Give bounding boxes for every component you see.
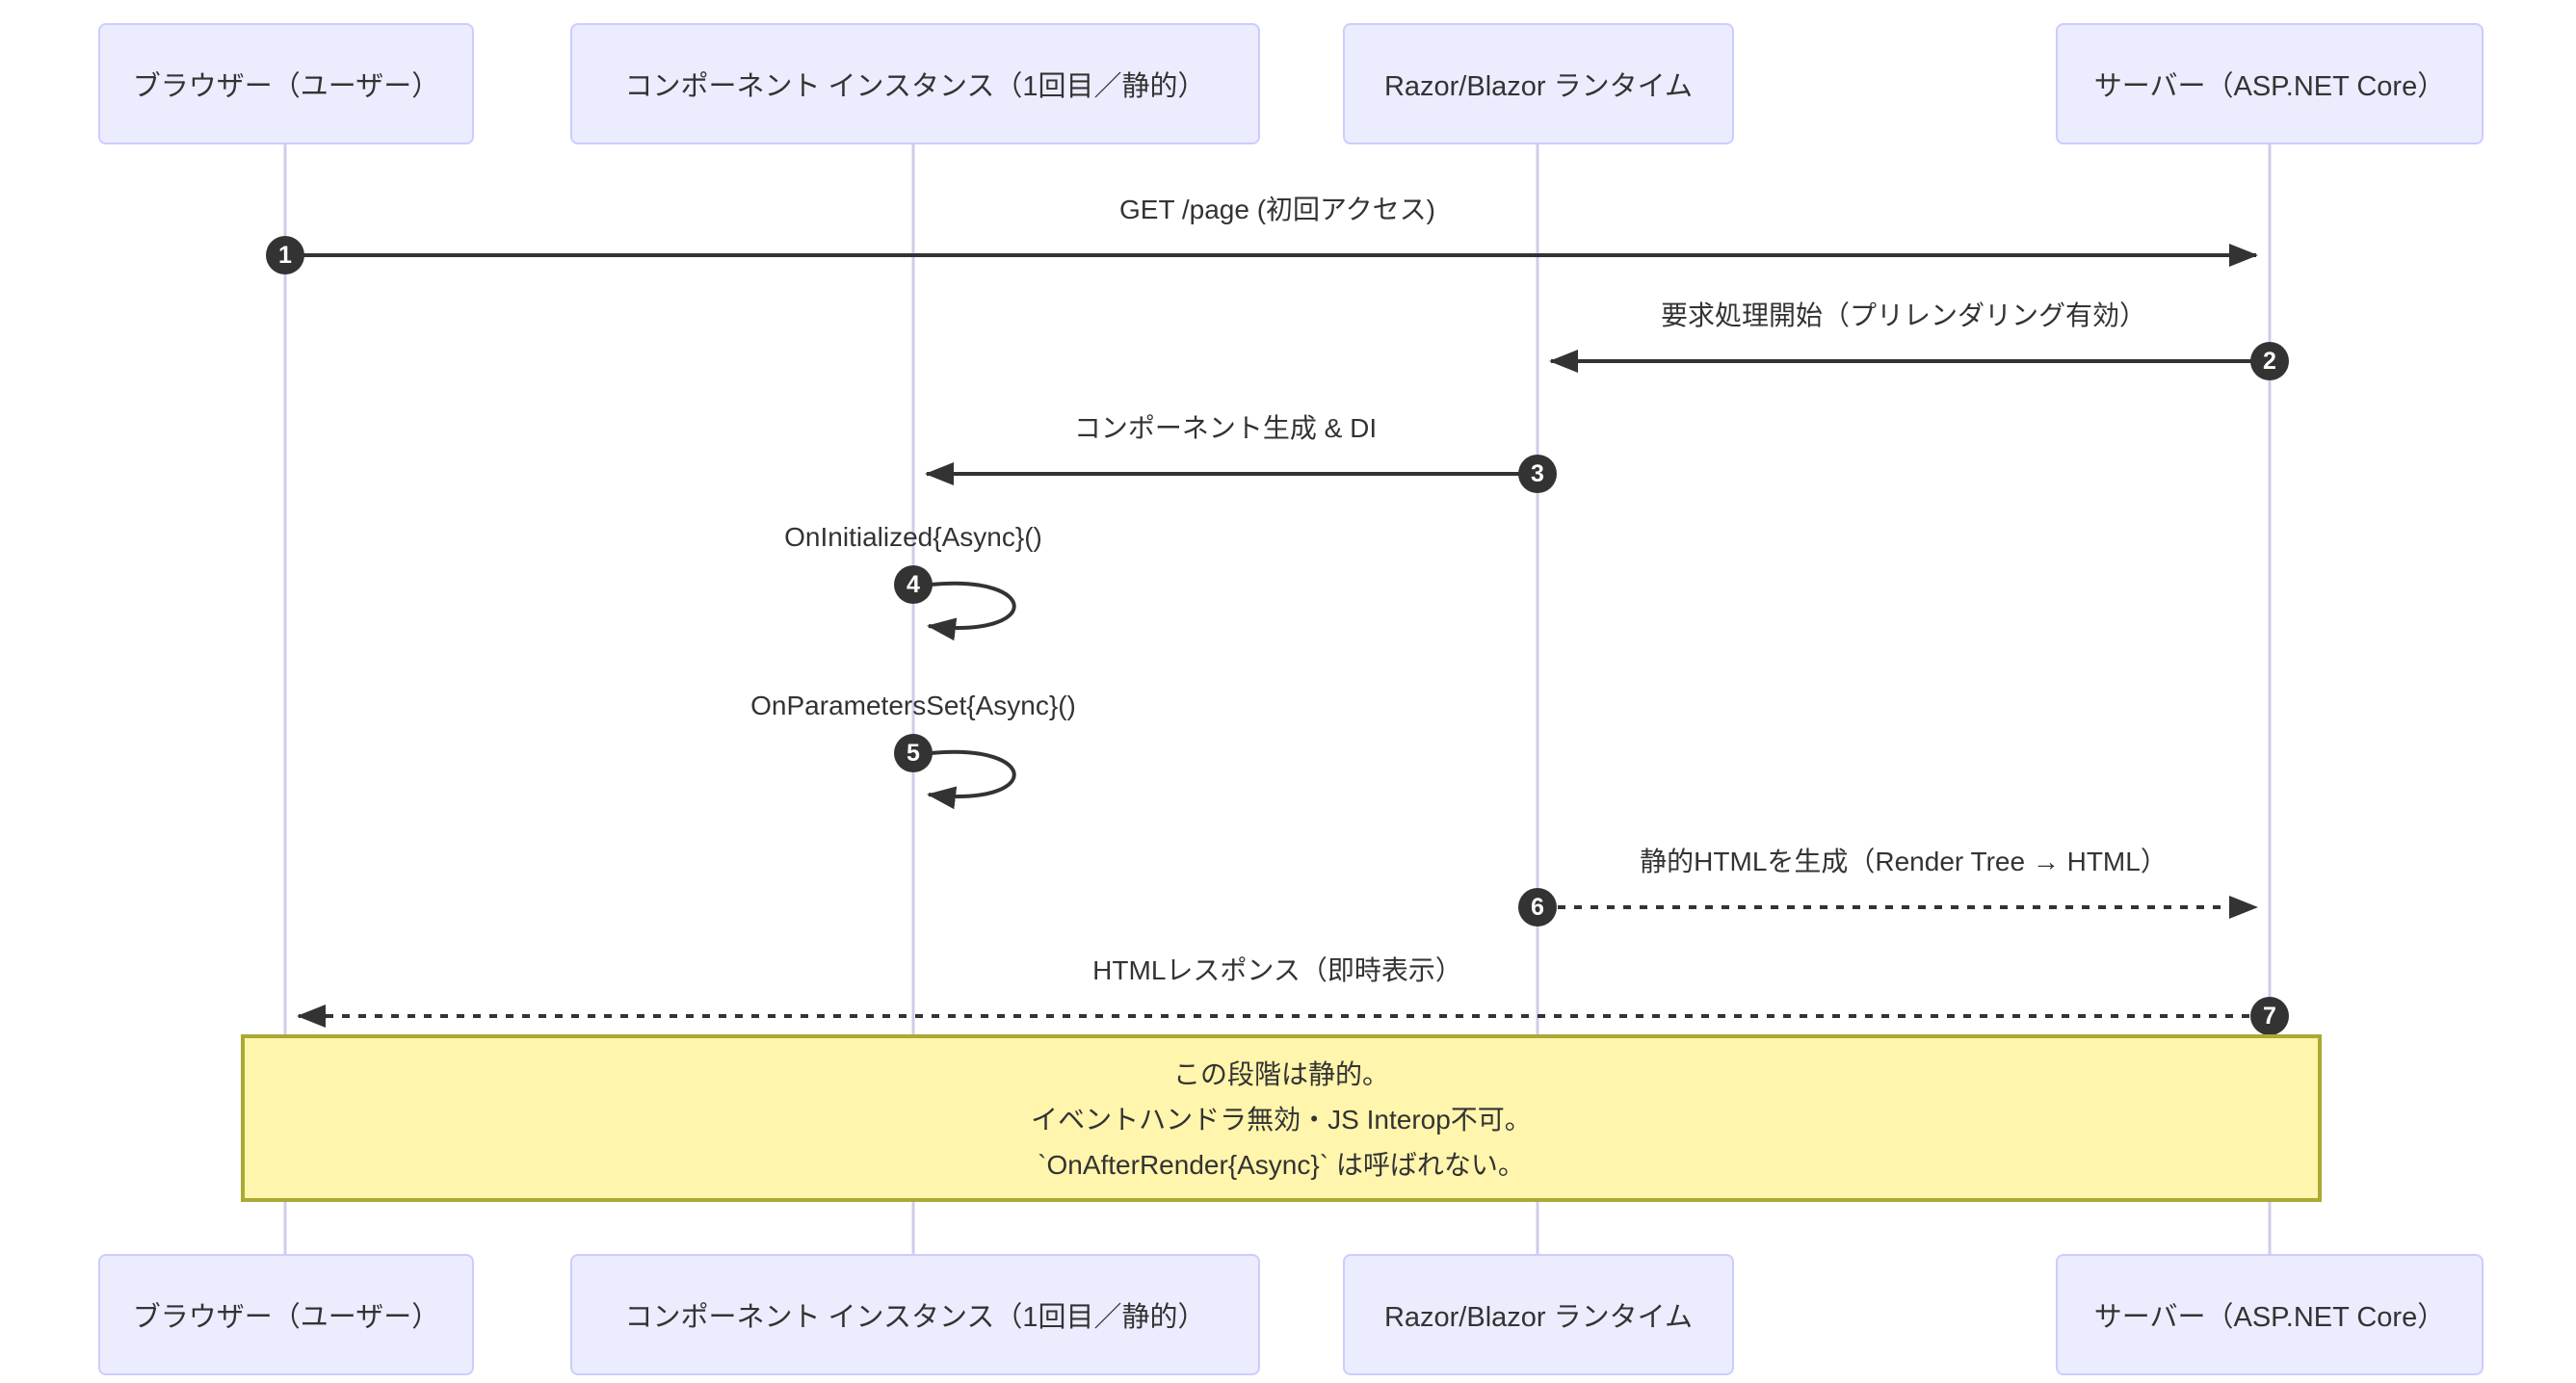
lifeline-runtime (1536, 144, 1539, 1254)
seq-number: 2 (2263, 347, 2276, 375)
seq-badge-7: 7 (2250, 997, 2289, 1035)
message-label-6: 静的HTMLを生成（Render Tree → HTML） (1640, 847, 2168, 876)
seq-badge-4: 4 (894, 565, 933, 604)
note-line-2: イベントハンドラ無効・JS Interop不可。 (1031, 1105, 1532, 1135)
message-label-2: 要求処理開始（プリレンダリング有効） (1660, 300, 2147, 330)
seq-number: 3 (1531, 459, 1544, 487)
actor-label: サーバー（ASP.NET Core） (2093, 71, 2446, 102)
seq-number: 5 (907, 739, 920, 767)
actor-label: ブラウザー（ユーザー） (132, 1302, 440, 1333)
seq-badge-5: 5 (894, 734, 933, 772)
actor-bottom-component: コンポーネント インスタンス（1回目／静的） (570, 1254, 1260, 1375)
actor-label: コンポーネント インスタンス（1回目／静的） (624, 71, 1206, 102)
actor-label: Razor/Blazor ランタイム (1383, 71, 1694, 102)
arrow-4-self-loop (927, 581, 1016, 641)
actor-label: サーバー（ASP.NET Core） (2093, 1302, 2446, 1333)
message-label-7: HTMLレスポンス（即時表示） (1092, 955, 1462, 985)
seq-badge-1: 1 (266, 236, 304, 274)
note-line-1: この段階は静的。 (1172, 1059, 1389, 1089)
actor-top-runtime: Razor/Blazor ランタイム (1343, 23, 1734, 144)
seq-number: 7 (2263, 1002, 2276, 1030)
message-label-4: OnInitialized{Async}() (784, 522, 1042, 552)
actor-bottom-server: サーバー（ASP.NET Core） (2056, 1254, 2484, 1375)
seq-badge-6: 6 (1518, 888, 1557, 926)
actor-top-component: コンポーネント インスタンス（1回目／静的） (570, 23, 1260, 144)
actor-top-browser: ブラウザー（ユーザー） (98, 23, 474, 144)
actor-bottom-browser: ブラウザー（ユーザー） (98, 1254, 474, 1375)
message-label-3: コンポーネント生成 & DI (1073, 413, 1378, 443)
seq-number: 1 (278, 241, 292, 269)
note-line-3: `OnAfterRender{Async}` は呼ばれない。 (1038, 1150, 1525, 1180)
actor-label: コンポーネント インスタンス（1回目／静的） (624, 1302, 1206, 1333)
lifeline-browser (283, 144, 287, 1254)
seq-number: 6 (1531, 893, 1544, 921)
lifeline-component (911, 144, 915, 1254)
note-box: この段階は静的。 イベントハンドラ無効・JS Interop不可。 `OnAft… (241, 1034, 2322, 1202)
actor-label: Razor/Blazor ランタイム (1383, 1302, 1694, 1333)
seq-number: 4 (907, 570, 920, 598)
actor-top-server: サーバー（ASP.NET Core） (2056, 23, 2484, 144)
message-label-1: GET /page (初回アクセス) (1119, 195, 1435, 224)
actor-bottom-runtime: Razor/Blazor ランタイム (1343, 1254, 1734, 1375)
seq-badge-3: 3 (1518, 455, 1557, 493)
lifeline-server (2268, 144, 2272, 1254)
message-label-5: OnParametersSet{Async}() (750, 691, 1076, 720)
actor-label: ブラウザー（ユーザー） (132, 71, 440, 102)
seq-badge-2: 2 (2250, 342, 2289, 380)
arrow-5-self-loop (927, 749, 1016, 810)
